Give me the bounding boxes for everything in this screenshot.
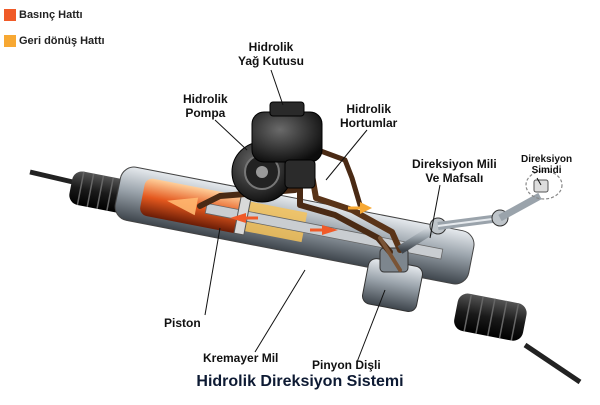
legend-return-label: Geri dönüş Hattı	[19, 35, 105, 47]
oil-reservoir	[251, 101, 323, 189]
label-shaft-line1: Direksiyon Mili	[412, 157, 497, 171]
label-wheel-line1: Direksiyon	[521, 154, 573, 165]
flow-arrow-inner	[166, 197, 199, 216]
label-hoses-line1: Hidrolik	[346, 102, 391, 116]
label-wheel-line2: Simidi	[531, 165, 562, 176]
leader-lines	[204, 69, 542, 363]
steering-wheel-hub	[525, 170, 563, 200]
label-pinion: Pinyon Dişli	[312, 358, 381, 372]
label-reservoir: Hidrolik Yağ Kutusu	[238, 40, 304, 68]
right-tie-rod	[523, 342, 582, 385]
diagram-title: Hidrolik Direksiyon Sistemi	[196, 373, 404, 390]
flow-arrows	[230, 202, 372, 235]
label-pump: Hidrolik Pompa	[183, 92, 228, 120]
label-pump-line1: Hidrolik	[183, 92, 228, 106]
return-arrow	[360, 202, 372, 214]
label-shaft-line2: Ve Mafsalı	[425, 171, 484, 185]
label-reservoir-line1: Hidrolik	[248, 40, 294, 54]
right-rubber-boot	[454, 293, 527, 341]
legend-pressure-swatch	[4, 9, 16, 21]
pressure-arrow-1	[230, 213, 246, 223]
label-shaft: Direksiyon Mili Ve Mafsalı	[412, 157, 497, 185]
legend-pressure-label: Basınç Hattı	[19, 9, 83, 21]
pressure-arrow-2	[322, 225, 338, 235]
label-hoses: Hidrolik Hortumlar	[340, 102, 397, 130]
label-rack: Kremayer Mil	[203, 351, 279, 365]
legend-pressure: Basınç Hattı	[4, 9, 83, 21]
label-pump-line2: Pompa	[185, 106, 226, 120]
label-piston: Piston	[164, 316, 201, 330]
steering-shaft	[397, 192, 542, 254]
label-reservoir-line2: Yağ Kutusu	[238, 54, 305, 68]
label-hoses-line2: Hortumlar	[340, 116, 398, 130]
label-wheel: Direksiyon Simidi	[521, 154, 572, 176]
legend-return: Geri dönüş Hattı	[4, 35, 105, 47]
legend-return-swatch	[4, 35, 16, 47]
